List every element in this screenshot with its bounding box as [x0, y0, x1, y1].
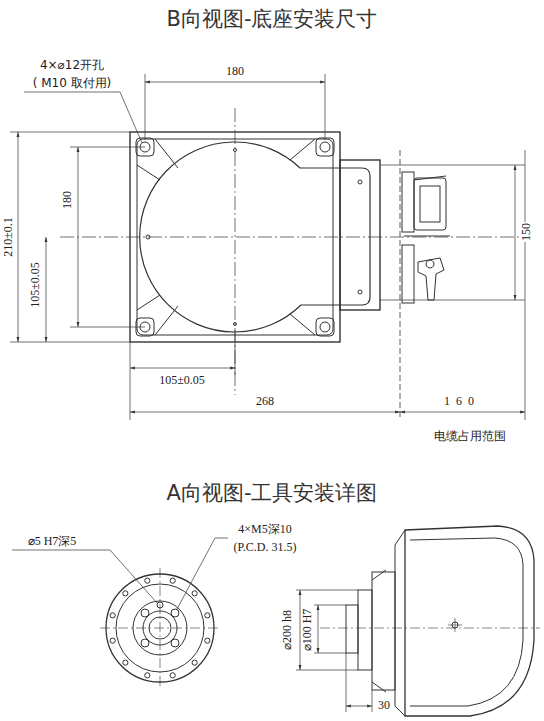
cable-area-note: 电缆占用范围 — [433, 430, 507, 443]
bolt-hole — [192, 660, 197, 665]
bolt-hole — [123, 591, 128, 596]
dimension: 180 — [225, 65, 245, 78]
dimension: 105±0.05 — [29, 261, 42, 309]
bolt-holes — [110, 578, 210, 678]
bolt-hole — [145, 673, 150, 678]
bolt-hole — [145, 578, 150, 583]
dimension: 105±0.05 — [158, 374, 206, 387]
wrist-side-view — [320, 526, 540, 716]
cable-connector — [402, 172, 450, 303]
tool-flange-front — [100, 568, 220, 688]
dimension-lines — [296, 590, 372, 712]
dimension: 268 — [255, 395, 275, 408]
dimension: 210±0.1 — [2, 216, 15, 258]
dimension: 160 — [443, 395, 481, 408]
view-title: A向视图-工具安装详图 — [166, 482, 379, 505]
dimension: 150 — [520, 222, 533, 242]
hole-note: ⌀5 H7深5 — [27, 535, 78, 548]
hole-note: 4×⌀12开孔 — [39, 59, 105, 72]
bolt-hole — [205, 613, 210, 618]
bolt-hole — [110, 613, 115, 618]
view-title: B向视图-底座安装尺寸 — [166, 8, 379, 31]
bolt-hole — [170, 578, 175, 583]
bolt-hole — [192, 591, 197, 596]
leader-lines — [12, 538, 228, 609]
hole-note: (P.C.D. 31.5) — [232, 541, 297, 554]
dimension-lines — [10, 74, 525, 420]
dimension: 30 — [377, 699, 391, 712]
cable-limit-line — [400, 150, 401, 418]
center-lines — [60, 108, 530, 395]
dimension: 180 — [61, 190, 74, 210]
bolt-hole — [110, 638, 115, 643]
hole-note: ( M10 取付用) — [32, 77, 113, 90]
dimension: ⌀100 H7 — [301, 608, 314, 653]
bolt-hole — [170, 673, 175, 678]
bolt-hole — [205, 638, 210, 643]
bolt-hole — [123, 660, 128, 665]
hole-note: 4×M5深10 — [237, 523, 292, 536]
dimension: ⌀200 h8 — [281, 609, 294, 651]
